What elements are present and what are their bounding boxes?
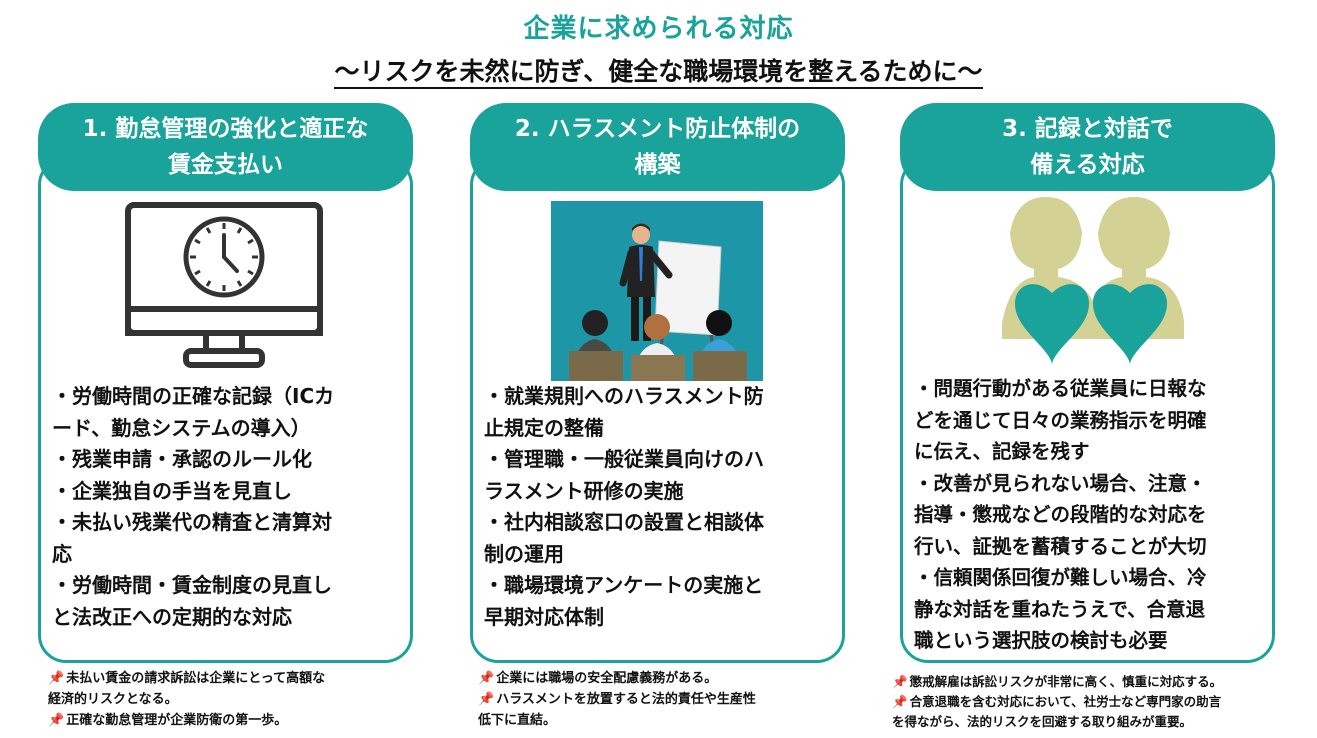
card-heading: 3. 記録と対話で 備える対応 [900, 103, 1275, 191]
card-harassment: 2. ハラスメント防止体制の 構築 ・就業規則へのハラスメント防 止規定の整備 … [470, 103, 845, 663]
pushpin-icon: 📌 [478, 671, 495, 686]
note-line: 📌正確な勤怠管理が企業防衛の第一歩。 [48, 713, 288, 728]
card-line: 止規定の整備 [484, 415, 604, 440]
pushpin-icon: 📌 [892, 674, 908, 689]
card-line: 制の運用 [484, 541, 564, 566]
card-line: ・職場環境アンケートの実施と [484, 573, 764, 597]
card-line: 早期対応体制 [484, 604, 604, 629]
card-frame [900, 157, 1275, 663]
notes-card-2: 📌企業には職場の安全配慮義務がある。 📌ハラスメントを放置すると法的責任や生産性… [478, 668, 756, 731]
clock-monitor-icon [125, 202, 323, 368]
note-line: 経済的リスクとなる。 [48, 692, 178, 707]
card-body: ・就業規則へのハラスメント防 止規定の整備 ・管理職・一般従業員向けのハ ラスメ… [484, 381, 830, 633]
notes-card-1: 📌未払い賃金の請求訴訟は企業にとって高額な 経済的リスクとなる。 📌正確な勤怠管… [48, 668, 325, 731]
card-line: ・管理職・一般従業員向けのハ [484, 447, 764, 471]
card-heading: 2. ハラスメント防止体制の 構築 [470, 103, 845, 191]
pushpin-icon: 📌 [478, 692, 495, 707]
card-line: ・問題行動がある従業員に日報な [914, 377, 1207, 400]
note-line: 低下に直結。 [478, 713, 557, 728]
pushpin-icon: 📌 [48, 713, 65, 728]
pushpin-icon: 📌 [48, 671, 65, 686]
two-people-hearts-icon [1002, 197, 1184, 365]
card-line: 静な対話を重ねたうえで、合意退 [914, 597, 1206, 621]
card-line: ラスメント研修の実施 [484, 478, 684, 503]
page-subtitle: 〜リスクを未然に防ぎ、健全な職場環境を整えるために〜 [0, 52, 1317, 89]
card-body: ・労働時間の正確な記録（ICカ ード、勤怠システムの導入） ・残業申請・承認のル… [52, 381, 398, 633]
presentation-training-icon [551, 201, 763, 381]
note-line: 📌合意退職を含む対応において、社労士など専門家の助言 [892, 694, 1222, 709]
card-line: ・労働時間・賃金制度の見直し [52, 573, 332, 597]
card-record-dialogue: 3. 記録と対話で 備える対応 ・問題行動がある従業員に日報な どを通じて日々の… [900, 103, 1275, 663]
card-line: ・労働時間の正確な記録（ICカ [52, 384, 335, 408]
card-line: 職という選択肢の検討も必要 [914, 629, 1168, 652]
page-subtitle-text: 〜リスクを未然に防ぎ、健全な職場環境を整えるために〜 [334, 57, 983, 89]
card-line: に伝え、記録を残す [914, 440, 1090, 463]
note-line: 📌企業には職場の安全配慮義務がある。 [478, 671, 718, 686]
card-line: 行い、証拠を蓄積することが大切 [914, 534, 1207, 558]
card-line: 指導・懲戒などの段階的な対応を [914, 503, 1207, 526]
pushpin-icon: 📌 [892, 694, 908, 709]
card-body: ・問題行動がある従業員に日報な どを通じて日々の業務指示を明確 に伝え、記録を残… [914, 373, 1260, 657]
card-line: どを通じて日々の業務指示を明確 [914, 408, 1207, 432]
note-line: 📌未払い賃金の請求訴訟は企業にとって高額な [48, 671, 326, 686]
notes-card-3: 📌懲戒解雇は訴訟リスクが非常に高く、慎重に対応する。 📌合意退職を含む対応におい… [892, 672, 1222, 732]
card-line: ・未払い残業代の精査と清算対 [52, 510, 332, 534]
card-line: ・残業申請・承認のルール化 [52, 447, 312, 471]
card-heading: 1. 勤怠管理の強化と適正な 賃金支払い [38, 103, 413, 191]
card-line: ・改善が見られない場合、注意・ [914, 471, 1207, 495]
page-title: 企業に求められる対応 [523, 14, 794, 44]
card-attendance: 1. 勤怠管理の強化と適正な 賃金支払い ・労働時間の正確な記録（ICカ ード、… [38, 103, 413, 663]
card-line: ・就業規則へのハラスメント防 [484, 384, 764, 408]
card-line: 応 [52, 541, 72, 566]
card-line: ・信頼関係回復が難しい場合、冷 [914, 566, 1207, 589]
card-line: ・社内相談窓口の設置と相談体 [484, 510, 764, 534]
note-line: 📌ハラスメントを放置すると法的責任や生産性 [478, 692, 756, 707]
note-line: 📌懲戒解雇は訴訟リスクが非常に高く、慎重に対応する。 [892, 674, 1223, 689]
card-line: ード、勤怠システムの導入） [52, 415, 311, 440]
note-line: を得ながら、法的リスクを回避する取り組みが重要。 [892, 714, 1193, 729]
card-line: ・企業独自の手当を見直し [52, 478, 292, 503]
card-line: と法改正への定期的な対応 [52, 604, 292, 629]
